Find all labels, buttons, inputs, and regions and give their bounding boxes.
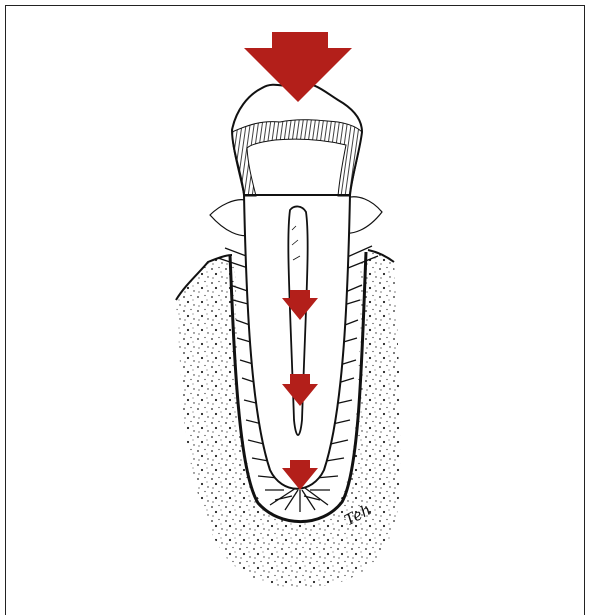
tooth	[232, 84, 362, 489]
